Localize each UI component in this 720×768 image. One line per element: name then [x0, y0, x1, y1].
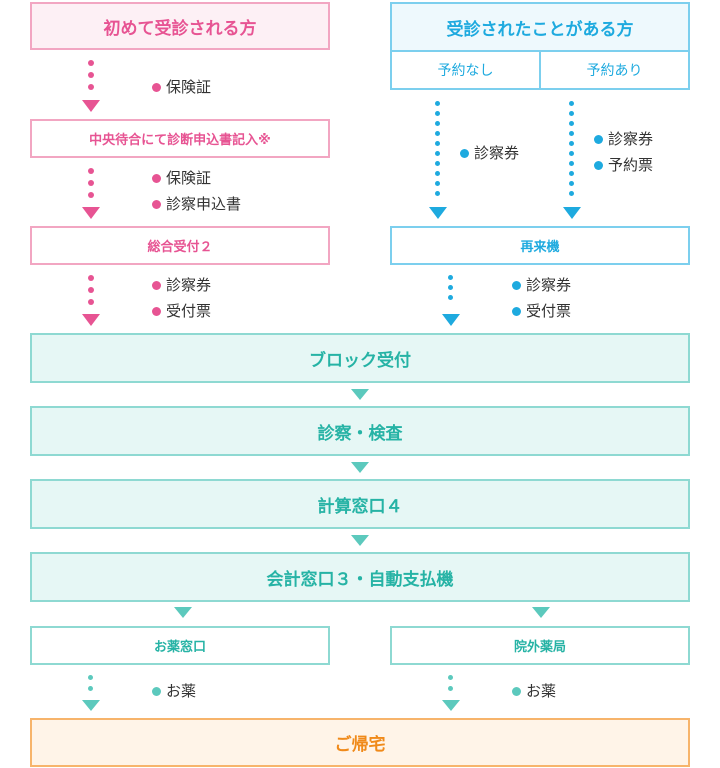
first-visit-notes-2: 保険証 診察申込書 [152, 165, 241, 217]
block-reception: ブロック受付 [30, 333, 690, 383]
blue-arrow-machine [442, 314, 460, 326]
pink-arrow-3 [82, 314, 100, 326]
first-visit-step-reception: 総合受付２ [30, 226, 330, 265]
pharmacy-window: お薬窓口 [30, 626, 330, 665]
teal-arrow-right-2 [442, 700, 460, 711]
blue-dots-machine [448, 275, 454, 305]
teal-arrow-left-2 [82, 700, 100, 711]
go-home: ご帰宅 [30, 718, 690, 767]
teal-arrow-1 [351, 389, 369, 400]
teal-arrow-left [174, 607, 192, 618]
returning-header: 受診されたことがある方 [390, 2, 690, 52]
pink-dots-2 [88, 168, 94, 204]
tab-no-reservation: 予約なし [390, 50, 541, 90]
blue-arrow-res [563, 207, 581, 219]
first-visit-step-form: 中央待合にて診断申込書記入※ [30, 119, 330, 158]
pink-arrow-1 [82, 100, 100, 112]
blue-arrow-no-res [429, 207, 447, 219]
no-reservation-notes: 診察券 [460, 140, 519, 166]
payment-window: 会計窓口３・自動支払機 [30, 552, 690, 602]
outside-pharmacy: 院外薬局 [390, 626, 690, 665]
revisit-machine: 再来機 [390, 226, 690, 265]
pink-dots-3 [88, 275, 94, 311]
teal-arrow-right [532, 607, 550, 618]
teal-dots-right [448, 675, 454, 697]
reservation-notes: 診察券 予約票 [594, 126, 653, 178]
blue-dots-res [569, 101, 575, 201]
tab-reservation: 予約あり [539, 50, 690, 90]
teal-dots-left [88, 675, 94, 697]
teal-arrow-3 [351, 535, 369, 546]
pharmacy-in-notes: お薬 [152, 678, 196, 704]
first-visit-notes-3: 診察券 受付票 [152, 272, 211, 324]
teal-arrow-2 [351, 462, 369, 473]
first-visit-header: 初めて受診される方 [30, 2, 330, 50]
machine-notes: 診察券 受付票 [512, 272, 571, 324]
calc-window: 計算窓口４ [30, 479, 690, 529]
pink-dots-1 [88, 60, 94, 96]
first-visit-notes-1: 保険証 [152, 74, 211, 100]
pharmacy-out-notes: お薬 [512, 678, 556, 704]
pink-arrow-2 [82, 207, 100, 219]
exam-test: 診察・検査 [30, 406, 690, 456]
blue-dots-no-res [435, 101, 441, 201]
